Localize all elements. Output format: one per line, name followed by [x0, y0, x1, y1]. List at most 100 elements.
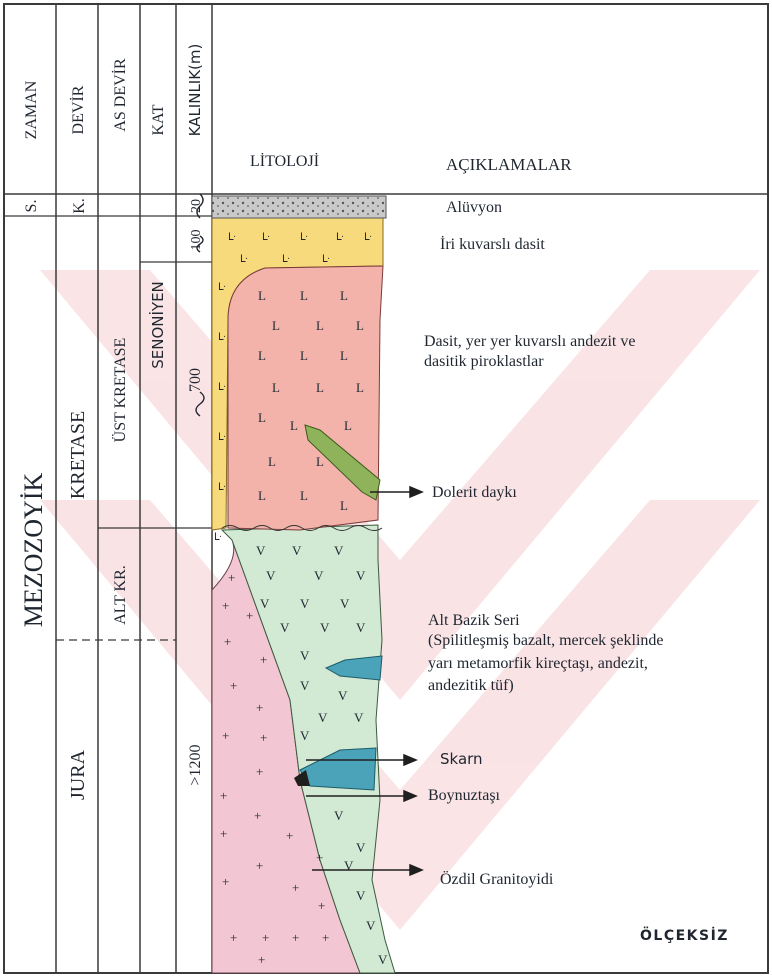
- svg-text:+: +: [258, 952, 265, 967]
- dasit-label-line2: dasitik piroklastlar: [424, 353, 544, 370]
- svg-text:ᒷ: ᒷ: [300, 232, 308, 243]
- svg-text:+: +: [230, 930, 237, 945]
- svg-text:L: L: [300, 348, 308, 363]
- svg-text:L: L: [340, 288, 348, 303]
- svg-text:+: +: [222, 874, 229, 889]
- svg-text:+: +: [256, 858, 263, 873]
- svg-text:L: L: [316, 380, 324, 395]
- svg-text:L: L: [258, 488, 266, 503]
- svg-text:L: L: [258, 410, 266, 425]
- svg-text:V: V: [340, 596, 350, 611]
- svg-text:+: +: [316, 850, 323, 865]
- kretase-label: KRETASE: [67, 411, 89, 499]
- svg-text:+: +: [322, 930, 329, 945]
- svg-text:L: L: [340, 498, 348, 513]
- svg-text:L: L: [356, 318, 364, 333]
- scale-note: ÖLÇEKSİZ: [640, 926, 729, 944]
- header-kat: KAT: [150, 104, 167, 135]
- svg-text:+: +: [292, 930, 299, 945]
- svg-text:ᒷ: ᒷ: [218, 382, 226, 393]
- zaman-s-label: S.: [23, 200, 40, 213]
- ust-kretase-label: ÜST KRETASE: [111, 338, 129, 443]
- svg-text:ᒷ: ᒷ: [218, 482, 226, 493]
- svg-text:V: V: [266, 568, 276, 583]
- dasit-label-line1: Dasit, yer yer kuvarslı andezit ve: [424, 333, 635, 350]
- svg-text:L: L: [290, 418, 298, 433]
- skarn-label: Skarn: [440, 750, 483, 768]
- svg-text:+: +: [254, 808, 261, 823]
- svg-text:ᒷ: ᒷ: [218, 432, 226, 443]
- svg-text:L: L: [316, 318, 324, 333]
- svg-text:V: V: [280, 620, 290, 635]
- granitoyid-label: Özdil Granitoyidi: [440, 870, 554, 888]
- jura-label: JURA: [67, 749, 89, 800]
- alt-bazik-line4: andezitik tüf): [428, 677, 514, 694]
- thickness-1200: >1200: [187, 744, 204, 785]
- alt-kr-label: ALT KR.: [112, 565, 129, 625]
- header-as-devir: AS DEVİR: [111, 58, 129, 132]
- svg-text:V: V: [292, 543, 302, 558]
- svg-text:L: L: [258, 288, 266, 303]
- svg-text:V: V: [334, 808, 344, 823]
- svg-text:V: V: [354, 710, 364, 725]
- svg-text:+: +: [228, 570, 235, 585]
- svg-text:V: V: [356, 888, 366, 903]
- svg-text:L: L: [300, 288, 308, 303]
- svg-text:+: +: [262, 930, 269, 945]
- alt-bazik-line3: yarı metamorfik kireçtaşı, andezit,: [428, 655, 648, 672]
- svg-text:L: L: [316, 454, 324, 469]
- svg-text:ᒷ: ᒷ: [218, 332, 226, 343]
- svg-text:ᒷ: ᒷ: [322, 254, 330, 265]
- header-kalinlik: KALINLIK(m): [186, 44, 204, 137]
- svg-text:+: +: [318, 898, 325, 913]
- svg-text:V: V: [356, 568, 366, 583]
- svg-text:+: +: [286, 828, 293, 843]
- svg-text:+: +: [220, 826, 227, 841]
- svg-text:L: L: [258, 348, 266, 363]
- svg-text:V: V: [256, 543, 266, 558]
- svg-text:ᒷ: ᒷ: [214, 532, 222, 543]
- svg-text:L: L: [344, 418, 352, 433]
- svg-text:+: +: [260, 652, 267, 667]
- svg-text:+: +: [260, 730, 267, 745]
- header-litoloji: LİTOLOJİ: [250, 152, 319, 170]
- svg-text:V: V: [314, 568, 324, 583]
- header-devir: DEVİR: [69, 85, 87, 134]
- svg-text:V: V: [366, 918, 376, 933]
- background-watermark: [40, 270, 760, 930]
- header-aciklamalar: AÇIKLAMALAR: [446, 155, 572, 174]
- svg-text:V: V: [318, 710, 328, 725]
- svg-text:V: V: [334, 543, 344, 558]
- svg-text:V: V: [300, 648, 310, 663]
- svg-text:V: V: [338, 688, 348, 703]
- svg-text:+: +: [222, 728, 229, 743]
- svg-text:ᒷ: ᒷ: [218, 282, 226, 293]
- svg-text:V: V: [320, 620, 330, 635]
- svg-text:V: V: [356, 840, 366, 855]
- svg-text:V: V: [300, 678, 310, 693]
- alluvium-pattern: [212, 196, 386, 218]
- alt-bazik-line1: Alt Bazik Seri: [428, 612, 520, 629]
- svg-text:V: V: [378, 952, 388, 967]
- svg-text:ᒷ: ᒷ: [262, 232, 270, 243]
- alt-bazik-line2: (Spilitleşmiş bazalt, mercek şeklinde: [428, 632, 664, 649]
- svg-text:+: +: [256, 764, 263, 779]
- mezozoyik-label: MEZOZOYİK: [19, 473, 48, 628]
- aluvyon-label: Alüvyon: [446, 199, 502, 216]
- svg-text:L: L: [300, 488, 308, 503]
- svg-text:ᒷ: ᒷ: [240, 254, 248, 265]
- svg-text:L: L: [272, 380, 280, 395]
- svg-text:+: +: [246, 608, 253, 623]
- svg-text:V: V: [300, 596, 310, 611]
- svg-text:+: +: [220, 788, 227, 803]
- svg-text:ᒷ: ᒷ: [228, 232, 236, 243]
- svg-text:+: +: [224, 634, 231, 649]
- svg-text:ᒷ: ᒷ: [282, 254, 290, 265]
- svg-text:V: V: [300, 728, 310, 743]
- svg-text:+: +: [222, 598, 229, 613]
- devir-k-label: K.: [71, 198, 88, 214]
- svg-text:V: V: [356, 620, 366, 635]
- svg-text:ᒷ: ᒷ: [336, 232, 344, 243]
